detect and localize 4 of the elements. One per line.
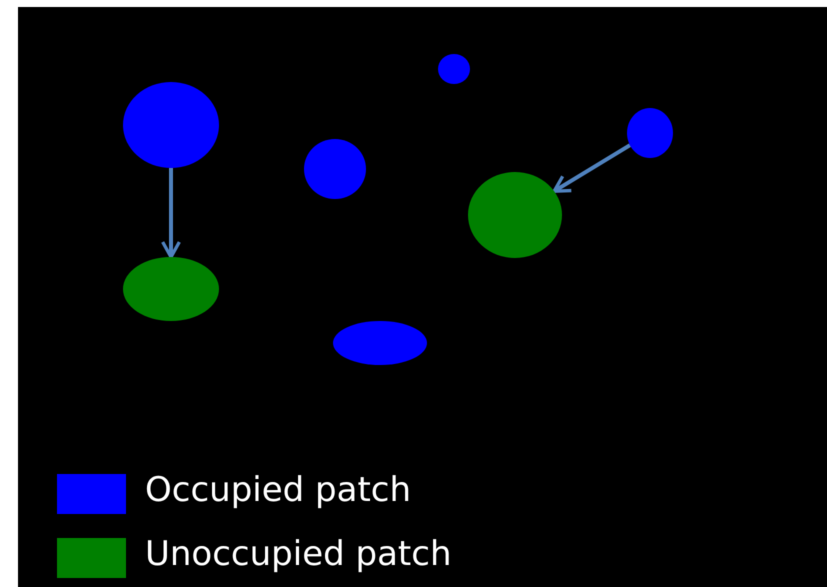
legend-label: Unoccupied patch [145,534,452,574]
arrow [161,168,181,259]
legend-label: Occupied patch [145,470,412,510]
arrow [552,143,631,193]
